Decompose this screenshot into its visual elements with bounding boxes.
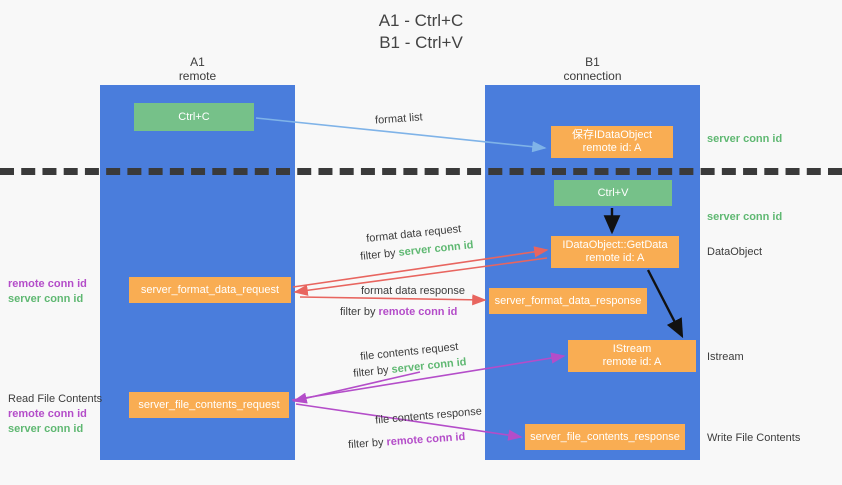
box-getdata-line2: remote id: A [585,252,645,264]
box-server-file-contents-request-label: server_file_contents_request [138,398,280,411]
box-istream-line2: remote id: A [602,356,662,368]
right-label-server-conn-id-top: server conn id [707,133,783,145]
phase-divider [0,168,842,175]
remote-conn-id-token: remote conn id [386,430,466,449]
right-label-write-file-contents: Write File Contents [707,432,801,444]
lane-b1-name: B1 [585,55,600,69]
left-label-server-conn-id: server conn id [8,293,84,305]
box-server-format-data-response[interactable]: server_format_data_response [489,288,647,314]
box-save-idataobject[interactable]: 保存IDataObject remote id: A [551,126,673,158]
box-ctrl-c[interactable]: Ctrl+C [134,103,254,131]
right-label-dataobject: DataObject [707,246,763,258]
box-save-idataobject-line1: 保存IDataObject [571,129,653,141]
left-label-server-conn-id: server conn id [8,423,84,435]
server-conn-id-token: server conn id [397,239,475,259]
remote-conn-id-token: remote conn id [378,306,458,318]
box-getdata-line1: IDataObject::GetData [562,239,668,251]
left-label-group-format: remote conn id server conn id [8,277,87,307]
edge-label-file-contents-response-filter: filter by remote conn id [348,430,466,452]
box-ctrl-c-label: Ctrl+C [178,110,210,123]
lane-a1-header: A1 remote [100,55,295,83]
page-title: A1 - Ctrl+C B1 - Ctrl+V [378,11,464,52]
left-label-remote-conn-id: remote conn id [8,408,87,420]
left-label-read-file-contents: Read File Contents [8,393,103,405]
right-label-istream: Istream [707,351,744,363]
filter-prefix: filter by [359,246,400,263]
edge-label-format-data-response-filter: filter by remote conn id [340,305,457,319]
box-istream-line1: IStream [612,343,652,355]
left-label-group-file: Read File Contents remote conn id server… [8,392,102,437]
filter-prefix: filter by [352,363,393,380]
box-server-file-contents-response[interactable]: server_file_contents_response [525,424,685,450]
lane-b1-header: B1 connection [485,55,700,83]
box-ctrl-v-label: Ctrl+V [597,186,629,199]
box-save-idataobject-line2: remote id: A [582,142,642,154]
box-server-format-data-request-label: server_format_data_request [140,283,280,296]
left-label-remote-conn-id: remote conn id [8,278,87,290]
box-istream[interactable]: IStream remote id: A [568,340,696,372]
right-label-server-conn-id-mid: server conn id [707,211,783,223]
lane-a1-name: A1 [190,55,205,69]
box-server-format-data-request[interactable]: server_format_data_request [129,277,291,303]
edge-label-format-data-response: format data response [361,285,465,297]
edge-label-format-list: format list [374,111,424,127]
edge-label-file-contents-response: file contents response [374,405,483,427]
filter-prefix: filter by [347,436,387,452]
lane-a1-role: remote [178,69,217,83]
box-server-file-contents-request[interactable]: server_file_contents_request [129,392,289,418]
lane-b1-role: connection [563,69,622,83]
filter-prefix: filter by [340,306,379,318]
box-ctrl-v[interactable]: Ctrl+V [554,180,672,206]
box-server-file-contents-response-label: server_file_contents_response [530,430,680,443]
box-idataobject-getdata[interactable]: IDataObject::GetData remote id: A [551,236,679,268]
box-server-format-data-response-label: server_format_data_response [494,294,642,307]
